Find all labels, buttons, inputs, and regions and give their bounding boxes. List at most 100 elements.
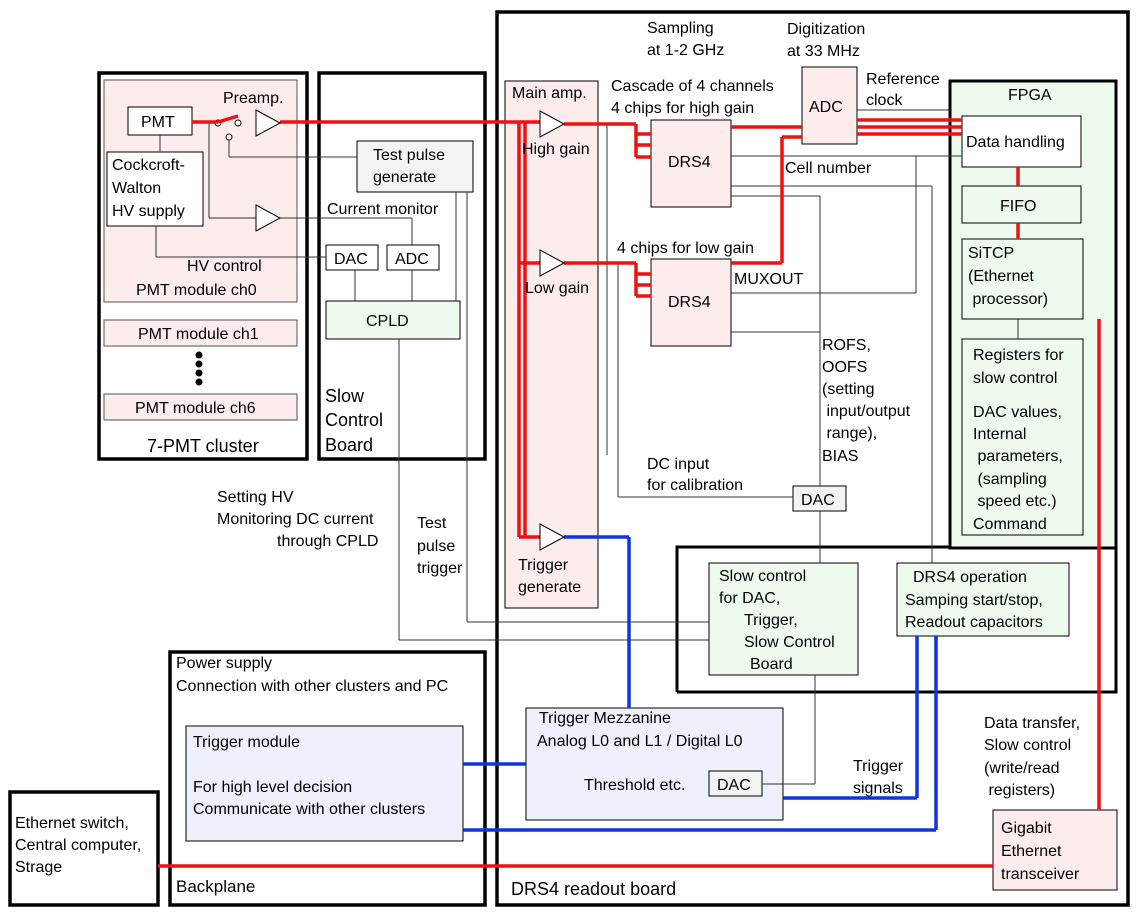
rofs-label: range), [822, 425, 877, 442]
dac-box-mezz [708, 770, 763, 797]
gigabit-ethernet-box [992, 809, 1118, 891]
registers-label: Internal [973, 426, 1026, 443]
ethernet-line: Strage [15, 859, 62, 876]
slow-control-dac-box [708, 562, 859, 676]
registers-label: parameters, [973, 448, 1063, 465]
dac-drs-label: DAC [801, 492, 835, 509]
gbe-label: Ethernet [1001, 843, 1062, 860]
test-pulse-label: generate [373, 169, 436, 186]
data-transfer-label: Data transfer, [984, 715, 1080, 732]
sitcp-label: processor) [968, 291, 1048, 308]
backplane-title: Backplane [176, 877, 255, 896]
slow-board-title: Control [325, 410, 383, 430]
drs4-high-box [650, 119, 732, 208]
pmt-label: PMT [141, 114, 175, 131]
switch-contact [234, 119, 242, 127]
registers-label: Command [973, 516, 1047, 533]
mezz-subtitle: Analog L0 and L1 / Digital L0 [537, 733, 743, 750]
cockcroft-walton-box [106, 151, 204, 227]
adc-drs-label: ADC [809, 99, 843, 116]
slow-control-board-frame [317, 71, 487, 461]
sitcp-label: (Ethernet [968, 268, 1034, 285]
test-pulse-box [356, 140, 474, 193]
rofs-label: input/output [822, 403, 911, 420]
dac-label: DAC [334, 251, 368, 268]
switch-contact [225, 133, 233, 141]
drs4-low-box [650, 258, 732, 347]
cluster-frame [97, 71, 309, 461]
trigger-signal-lines [463, 535, 938, 832]
low-chips-label: 4 chips for low gain [617, 240, 754, 257]
dc-input-label: DC input [647, 456, 710, 473]
current-monitor-label: Current monitor [327, 201, 439, 218]
preamp-label: Preamp. [223, 90, 283, 107]
main-amp-label: Main amp. [512, 85, 587, 102]
fpga-title: FPGA [1008, 87, 1052, 104]
muxout-label: MUXOUT [734, 271, 804, 288]
drs4-high-label: DRS4 [668, 154, 711, 171]
slow-board-title: Slow [325, 386, 365, 406]
sampling-label: at 1-2 GHz [647, 42, 724, 59]
adc-box-drs [801, 66, 858, 145]
ch6-label: PMT module ch6 [135, 400, 256, 417]
drs4-op-label: DRS4 operation [913, 569, 1027, 586]
test-pulse-trigger-label: pulse [417, 538, 455, 555]
trigger-module-line: Communicate with other clusters [193, 801, 425, 818]
trigger-generate-label: generate [518, 579, 581, 596]
trigger-generate-triangle [539, 523, 566, 551]
sampling-label: Sampling [647, 20, 714, 37]
rofs-label: (setting [822, 381, 874, 398]
trigger-generate-label: Trigger [518, 557, 569, 574]
ref-clock-label: Reference [866, 71, 940, 88]
registers-label: slow control [973, 370, 1057, 387]
drs4-op-label: Readout capacitors [905, 614, 1043, 631]
data-handling-box [961, 115, 1082, 168]
slow-ctrl-label: Trigger, [744, 612, 798, 629]
high-gain-amp-triangle [539, 110, 566, 138]
cw-label: HV supply [112, 203, 185, 220]
ethernet-switch-frame [8, 790, 160, 907]
cell-number-label: Cell number [785, 160, 872, 177]
rofs-label: BIAS [822, 448, 858, 465]
high-gain-label: High gain [522, 141, 590, 158]
pmt-module-ch6 [103, 393, 298, 421]
threshold-label: Threshold etc. [584, 777, 685, 794]
rofs-label: ROFS, [822, 337, 871, 354]
cascade-label: Cascade of 4 channels [611, 78, 774, 95]
data-transfer-label: Slow control [984, 737, 1071, 754]
cpld-box [325, 300, 461, 340]
adc-label: ADC [395, 251, 429, 268]
current-monitor-amp-triangle [255, 204, 282, 232]
data-transfer-label: registers) [984, 782, 1055, 799]
backplane-line: Power supply [176, 655, 272, 672]
data-handling-label: Data handling [966, 134, 1065, 151]
dc-input-label: for calibration [647, 477, 743, 494]
slow-ctrl-label: Slow Control [744, 634, 835, 651]
low-gain-label: Low gain [525, 280, 589, 297]
slow-ctrl-label: Slow control [719, 568, 806, 585]
test-pulse-trigger-label: Test [417, 515, 447, 532]
registers-label: (sampling [973, 471, 1047, 488]
cw-label: Walton [112, 180, 161, 197]
fifo-label: FIFO [1000, 198, 1036, 215]
trigger-module-line: For high level decision [193, 779, 352, 796]
dac-mezz-label: DAC [717, 777, 751, 794]
ch1-label: PMT module ch1 [138, 326, 259, 343]
dac-box-drs [792, 485, 847, 512]
drs4-op-label: Samping start/stop, [905, 592, 1043, 609]
ellipsis-dot [195, 360, 203, 368]
gbe-label: Gigabit [1001, 820, 1052, 837]
setting-hv-label: through CPLD [277, 533, 378, 550]
fpga-extension-frame [675, 545, 950, 692]
rofs-label: OOFS [822, 359, 867, 376]
drs4-readout-board-frame [495, 10, 1130, 907]
ellipsis-dot [195, 378, 203, 386]
registers-box [961, 338, 1084, 536]
test-pulse-trigger-label: trigger [417, 560, 463, 577]
digitization-label: at 33 MHz [787, 43, 860, 60]
drs4-board-title: DRS4 readout board [511, 879, 676, 899]
sitcp-box [961, 238, 1084, 320]
slow-board-title: Board [325, 435, 373, 455]
registers-label: Registers for [973, 347, 1064, 364]
ellipsis-dot [195, 351, 203, 359]
